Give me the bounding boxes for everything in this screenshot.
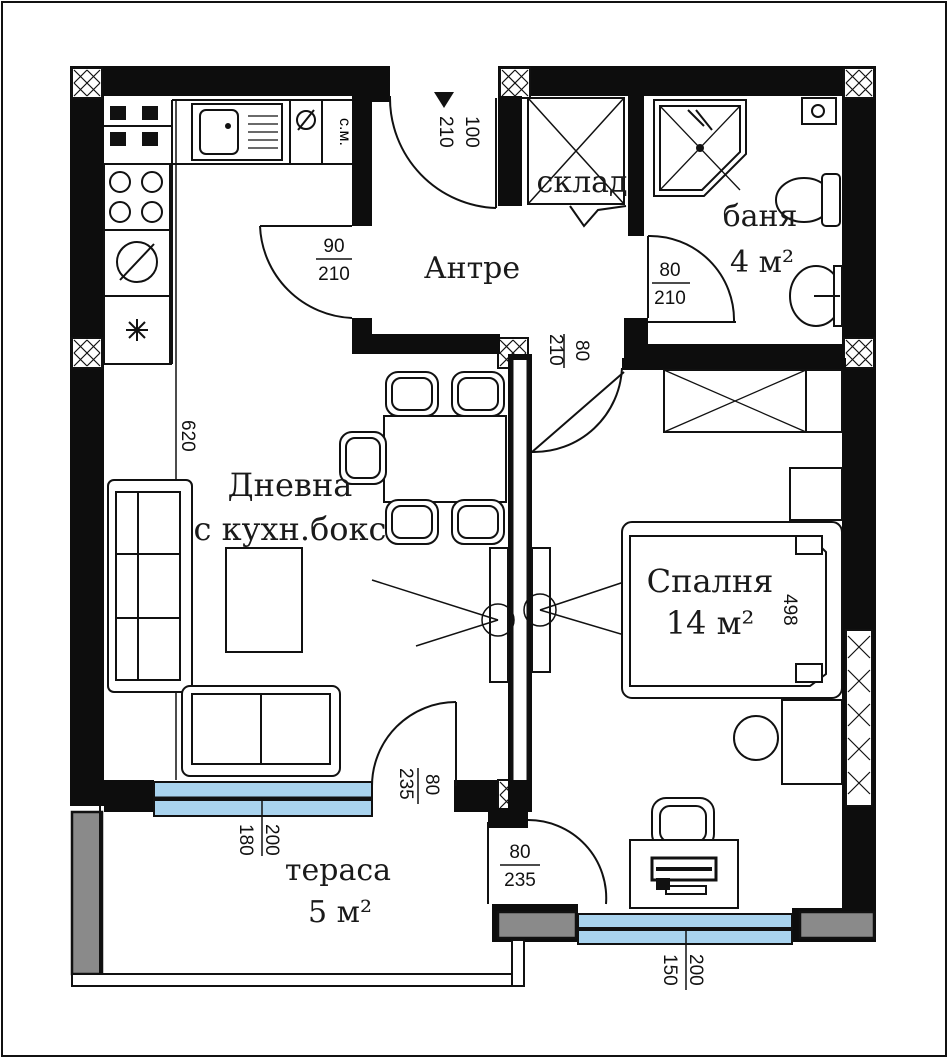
bathroom-fixtures (653, 97, 843, 327)
living-window-height: 180 (235, 824, 256, 856)
interior-walls (352, 92, 846, 828)
terrace-area: 5 м² (308, 895, 372, 930)
bedroom-area: 14 м² (666, 604, 755, 642)
bedroom-furniture (621, 369, 843, 909)
living-door-width: 90 (323, 236, 344, 257)
bedroom-terrace-door-height: 235 (504, 870, 536, 891)
storage-fixtures (527, 97, 627, 228)
living-terrace-door-width: 80 (421, 774, 442, 795)
terrace (71, 806, 525, 987)
living-terrace-door-height: 235 (395, 768, 416, 800)
bedroom-wall-length: 498 (779, 594, 800, 626)
bedroom-door-width: 80 (571, 340, 592, 361)
bedroom-terrace-door-width: 80 (509, 842, 530, 863)
bedroom-window-height: 150 (659, 954, 680, 986)
bedroom-window-width: 200 (685, 954, 706, 986)
bedroom-label: Спалня (647, 562, 774, 600)
doors (259, 92, 736, 905)
bath-door-height: 210 (654, 288, 686, 309)
storage-label: склад (537, 165, 628, 200)
terrace-label: тераса (285, 853, 391, 888)
living-label-line1: Дневна (228, 466, 353, 504)
entry-door-width: 100 (461, 116, 482, 148)
bathroom-label: баня (723, 199, 798, 234)
bedroom-door-height: 210 (545, 334, 566, 366)
hall-label: Антре (424, 251, 520, 286)
living-door-height: 210 (318, 264, 350, 285)
bedroom-window (577, 913, 793, 929)
bath-door-width: 80 (659, 260, 680, 281)
living-furniture (107, 371, 669, 777)
room-labels: Антре склад баня 4 м² Дневна с кухн.бокс… (194, 118, 798, 930)
kitchen-fixtures (103, 99, 352, 780)
bathroom-area: 4 м² (730, 245, 794, 280)
living-wall-length: 620 (177, 420, 198, 452)
entry-door-height: 210 (435, 116, 456, 148)
entry-arrow (434, 92, 454, 108)
living-window (153, 781, 373, 799)
entry-door-arc (389, 97, 497, 209)
living-label-line2: с кухн.бокс (194, 510, 387, 548)
living-window-width: 200 (261, 824, 282, 856)
dimension-labels: 100 210 90 210 80 210 80 210 80 235 80 2… (177, 116, 800, 990)
fridge-label: с.м. (336, 118, 353, 146)
windows (153, 781, 793, 945)
